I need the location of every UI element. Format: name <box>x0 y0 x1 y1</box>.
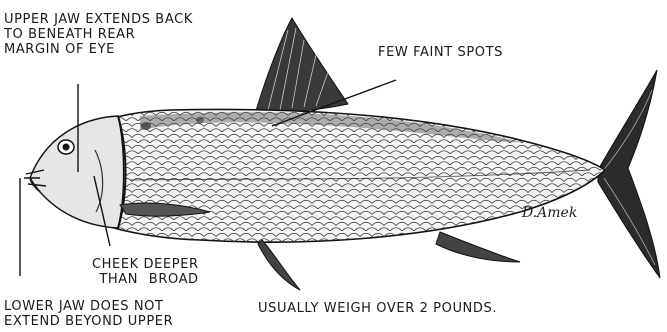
pelvic-fin <box>258 240 300 290</box>
upper-jaw-line-2: TO BENEATH REAR <box>4 27 193 42</box>
tail-fin <box>598 70 660 278</box>
spot <box>141 122 151 130</box>
weight-label: USUALLY WEIGH OVER 2 POUNDS. <box>258 301 497 316</box>
dorsal-fin <box>255 18 348 114</box>
fish-head <box>30 116 124 228</box>
lower-jaw-line-1: LOWER JAW DOES NOT <box>4 299 173 314</box>
upper-jaw-line-3: MARGIN OF EYE <box>4 42 193 57</box>
cheek-line-1: CHEEK DEEPER <box>92 257 199 272</box>
upper-jaw-label: UPPER JAW EXTENDS BACK TO BENEATH REAR M… <box>4 12 193 57</box>
artist-signature: D.Amek <box>522 205 577 221</box>
spot <box>196 117 204 124</box>
anal-fin <box>436 232 520 262</box>
lower-jaw-label: LOWER JAW DOES NOT EXTEND BEYOND UPPER <box>4 299 173 329</box>
cheek-line-2: THAN BROAD <box>92 272 199 287</box>
spots-label: FEW FAINT SPOTS <box>378 45 503 60</box>
upper-jaw-line-1: UPPER JAW EXTENDS BACK <box>4 12 193 27</box>
lower-jaw-line-2: EXTEND BEYOND UPPER <box>4 314 173 329</box>
cheek-label: CHEEK DEEPER THAN BROAD <box>92 257 199 287</box>
